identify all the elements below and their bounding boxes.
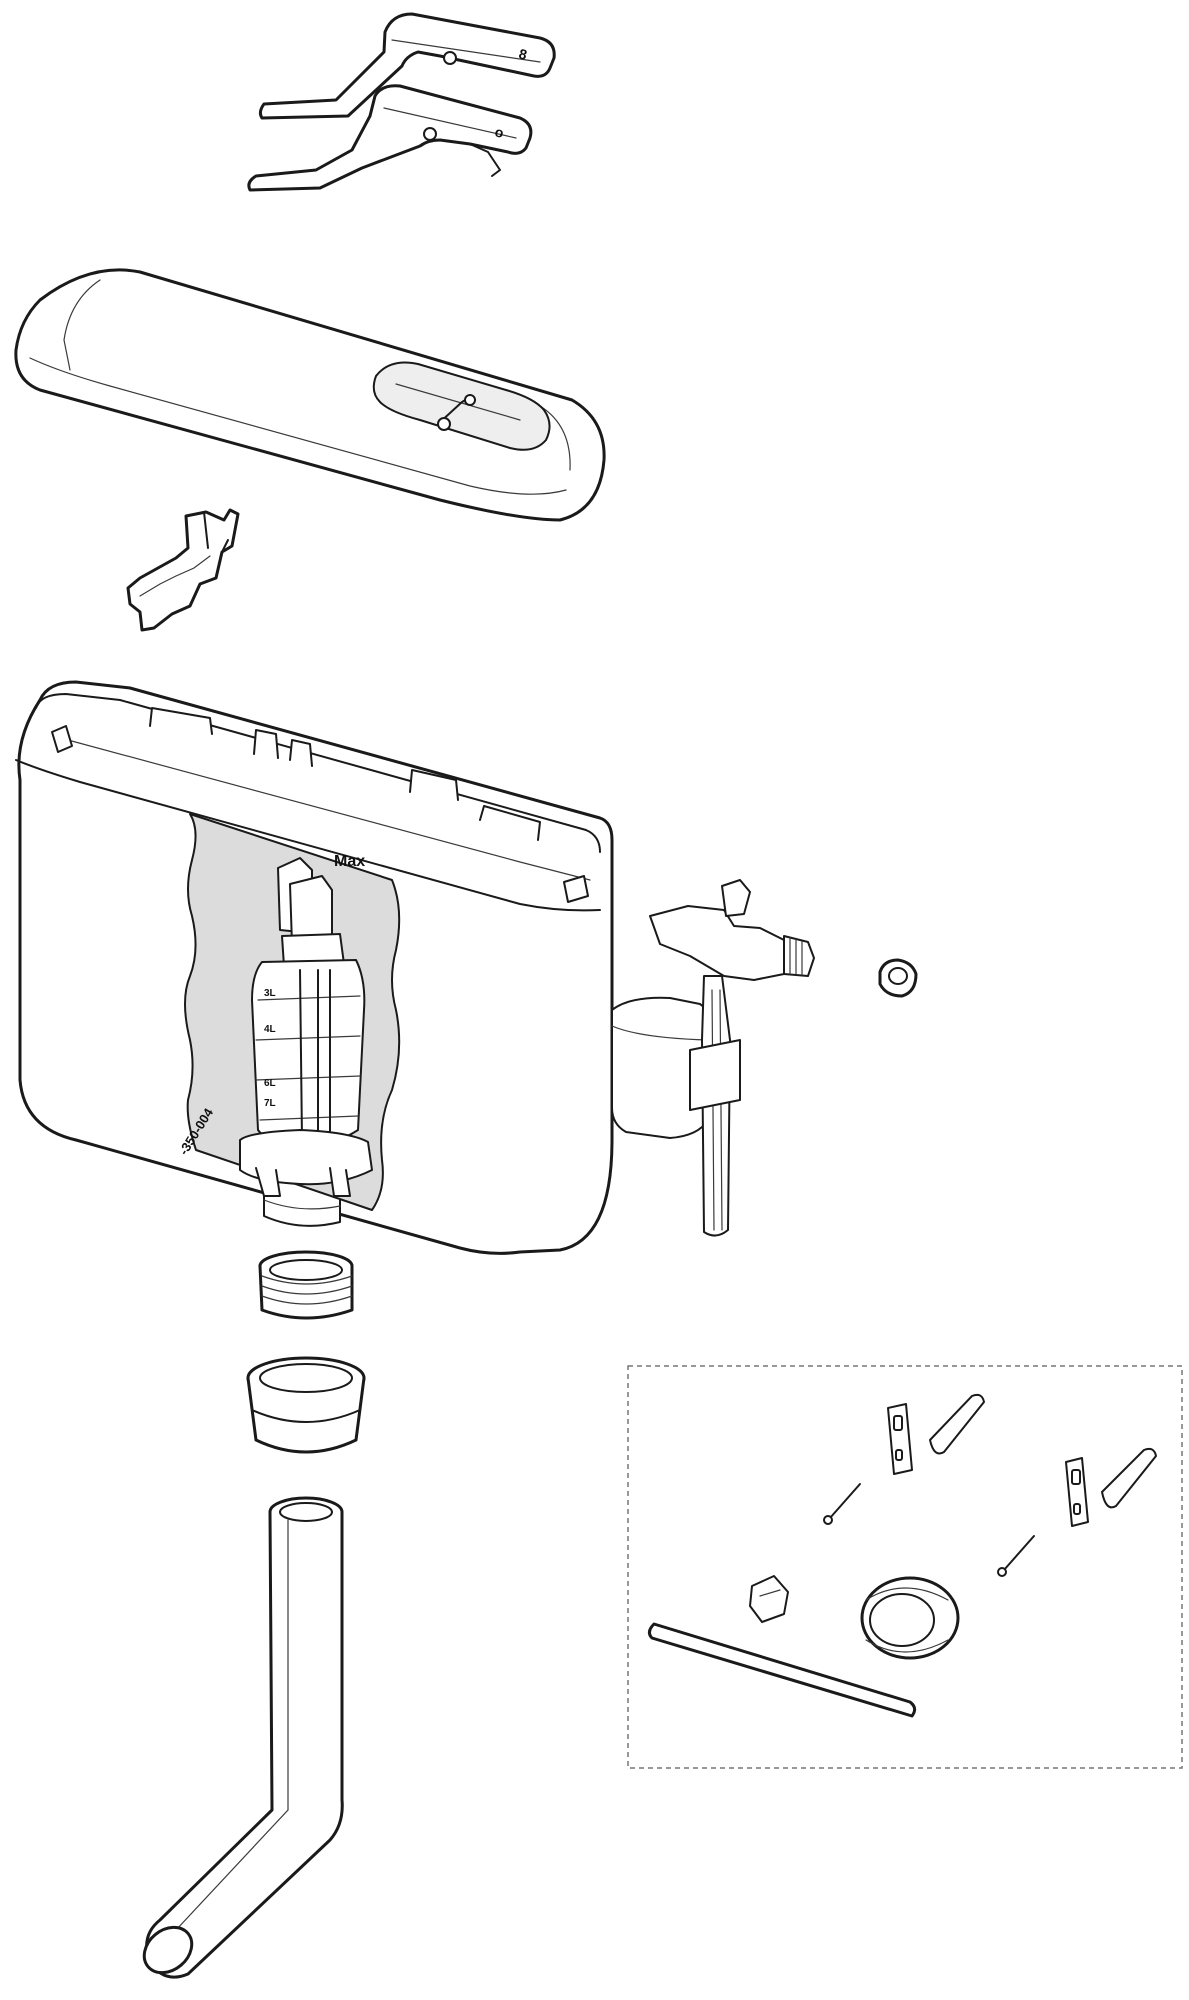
wall-plug-right	[1065, 1447, 1157, 1527]
big-flush-symbol: 8	[517, 45, 529, 62]
lid-button-mechanism	[437, 394, 476, 431]
inlet-nut	[878, 958, 918, 998]
wall-bracket	[126, 508, 240, 632]
scale-6l-label: 6L	[264, 1078, 276, 1089]
flush-lever-upper: 8	[258, 12, 556, 120]
wall-plug-upper	[887, 1393, 985, 1475]
accessory-kit	[627, 1365, 1183, 1769]
flush-valve: 3L 4L 6L 7L	[239, 857, 373, 1197]
scale-7l-label: 7L	[264, 1098, 276, 1109]
small-clip	[749, 1575, 789, 1623]
threaded-ring	[860, 1576, 960, 1660]
rod	[647, 1622, 917, 1718]
flush-lever-lower: o	[247, 84, 533, 192]
fill-valve	[611, 879, 815, 1237]
cistern-lid	[14, 268, 606, 522]
screw-upper	[823, 1483, 861, 1525]
accessory-kit-frame	[627, 1365, 1183, 1769]
small-flush-symbol: o	[493, 123, 505, 141]
screw-right	[997, 1535, 1035, 1577]
threaded-connector	[258, 1250, 354, 1320]
max-label: Max	[334, 853, 365, 870]
scale-4l-label: 4L	[264, 1024, 276, 1035]
flush-pipe	[142, 1496, 344, 1979]
scale-3l-label: 3L	[264, 988, 276, 999]
rubber-cone-sleeve	[246, 1356, 366, 1454]
